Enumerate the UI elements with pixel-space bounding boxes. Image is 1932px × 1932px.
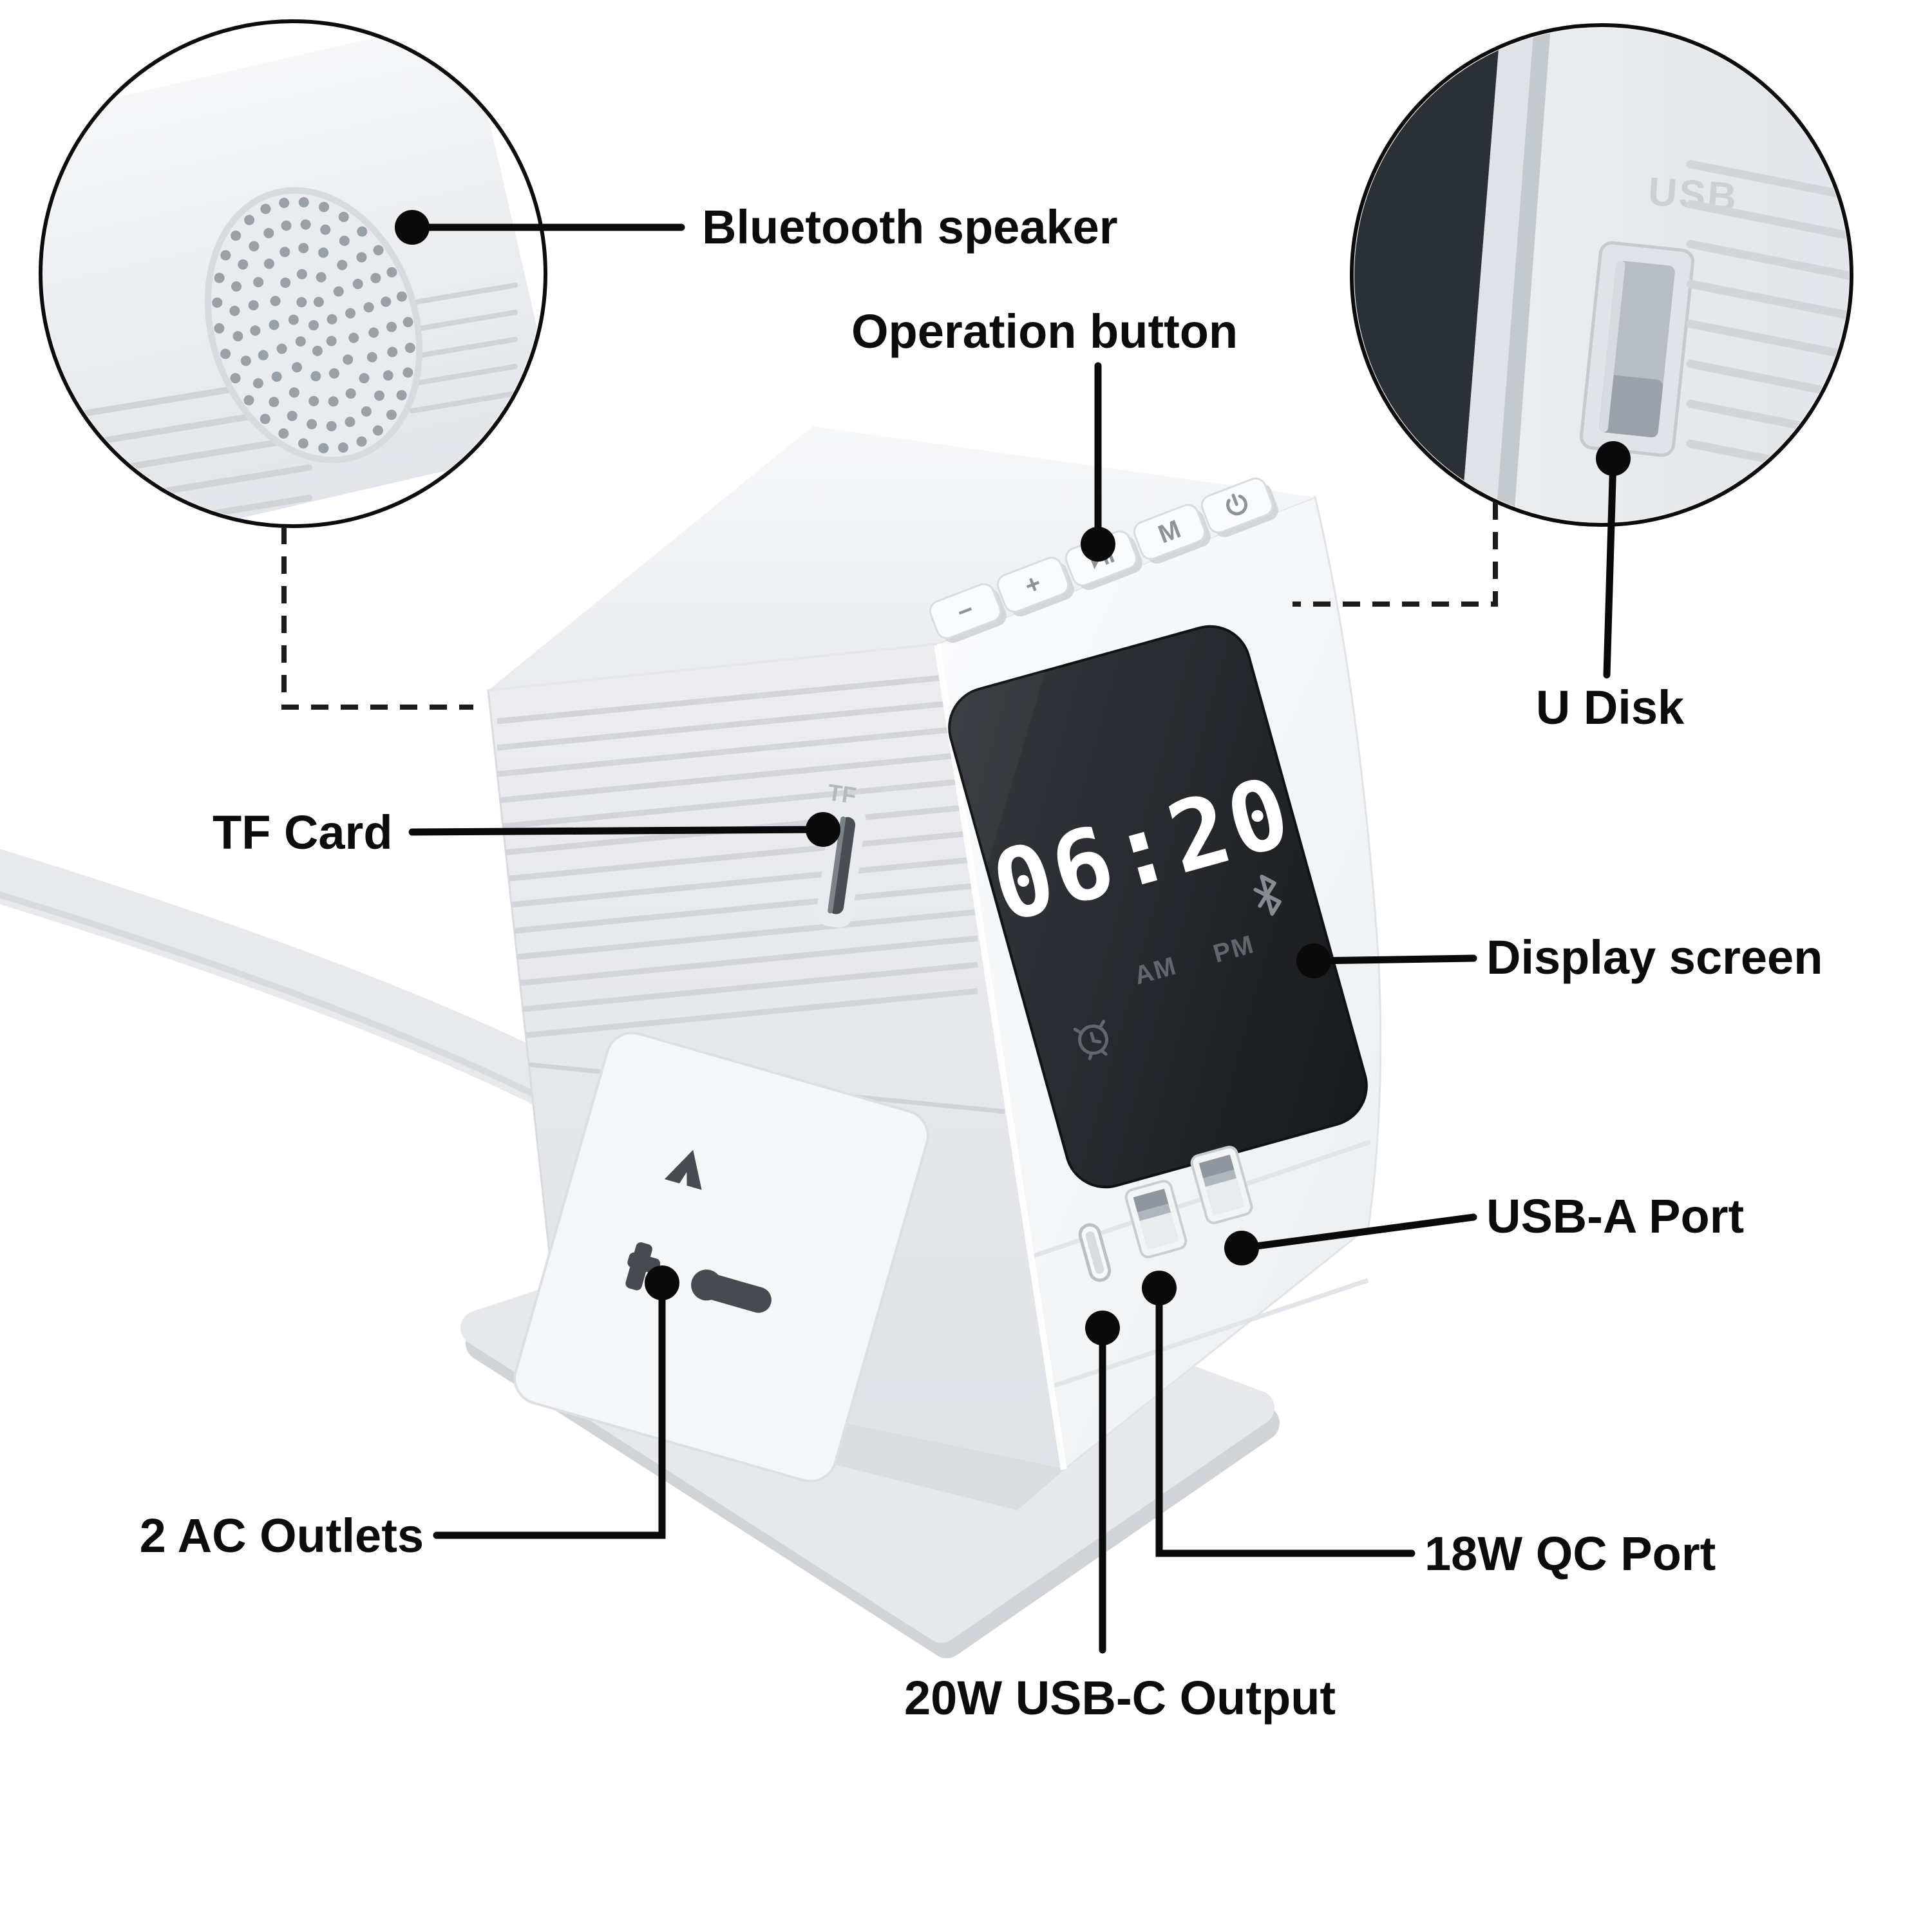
callout-ac-outlets: 2 AC Outlets	[140, 1265, 679, 1562]
label-operation-button: Operation button	[851, 305, 1238, 358]
usb-a-port-2	[1190, 1146, 1253, 1224]
alarm-icon	[1073, 1019, 1108, 1061]
cube-rib-lines-right	[410, 283, 518, 413]
label-usb-c-output: 20W USB-C Output	[904, 1671, 1336, 1725]
usb-circle-ring	[1350, 23, 1853, 527]
label-ac-outlets: 2 AC Outlets	[140, 1509, 424, 1562]
display-edge-highlight	[1461, 28, 1534, 522]
label-usb-a-port: USB-A Port	[1486, 1189, 1744, 1243]
power-icon	[1226, 493, 1247, 516]
front-face-seams	[1010, 1139, 1372, 1394]
button-minus: −	[929, 583, 1007, 643]
label-qc-port: 18W QC Port	[1425, 1527, 1716, 1580]
callout-usb-a-port: USB-A Port	[1224, 1189, 1744, 1265]
callout-dash-usb	[1293, 502, 1498, 607]
grille-dots	[212, 197, 415, 453]
label-u-disk: U Disk	[1536, 681, 1685, 734]
zoom-circle-usb: USB	[1350, 23, 1853, 527]
device-body: TF 06:20 AM PM	[487, 426, 1382, 1483]
ac-outlet-panel	[513, 1031, 929, 1483]
callout-usb-c-output: 20W USB-C Output	[904, 1311, 1336, 1725]
label-tf-card: TF Card	[213, 806, 393, 859]
bluetooth-icon	[1253, 875, 1282, 916]
callout-bluetooth-speaker: Bluetooth speaker	[395, 200, 1118, 254]
ac-outlet-neutral-slot	[691, 1269, 772, 1313]
label-display-screen: Display screen	[1486, 931, 1823, 984]
top-left-edge	[488, 643, 938, 692]
usb-slot	[1579, 241, 1695, 457]
back-rib-lines	[1686, 160, 1849, 486]
button-mode: M	[1133, 504, 1211, 564]
label-bluetooth-speaker: Bluetooth speaker	[702, 200, 1118, 254]
tf-marking: TF	[826, 779, 858, 809]
callout-dash-speaker	[281, 527, 473, 710]
callout-u-disk: U Disk	[1536, 441, 1685, 734]
callout-display-screen: Display screen	[1296, 931, 1823, 984]
callout-operation-button: Operation button	[851, 305, 1238, 562]
callout-qc-port: 18W QC Port	[1142, 1271, 1716, 1580]
front-edge-highlight	[934, 643, 1067, 1470]
power-cable	[0, 849, 571, 1107]
ac-outlet-earth-slot	[664, 1150, 702, 1190]
zoom-circle-speaker	[39, 19, 547, 528]
button-plus: +	[996, 556, 1074, 617]
speaker-circle-ring	[39, 19, 547, 528]
display-edge-dark	[1354, 28, 1501, 522]
usb-a-port-1	[1124, 1180, 1188, 1258]
speaker-grille	[204, 187, 423, 464]
clock-display: 06:20 AM PM	[940, 625, 1368, 1189]
button-power	[1200, 477, 1278, 538]
callout-tf-card: TF Card	[213, 806, 840, 859]
ac-outlet-live-slot	[625, 1242, 661, 1291]
callouts: Bluetooth speaker Operation button U Dis…	[140, 200, 1823, 1725]
top-face	[488, 426, 1315, 690]
usb-c-port	[1078, 1223, 1112, 1282]
